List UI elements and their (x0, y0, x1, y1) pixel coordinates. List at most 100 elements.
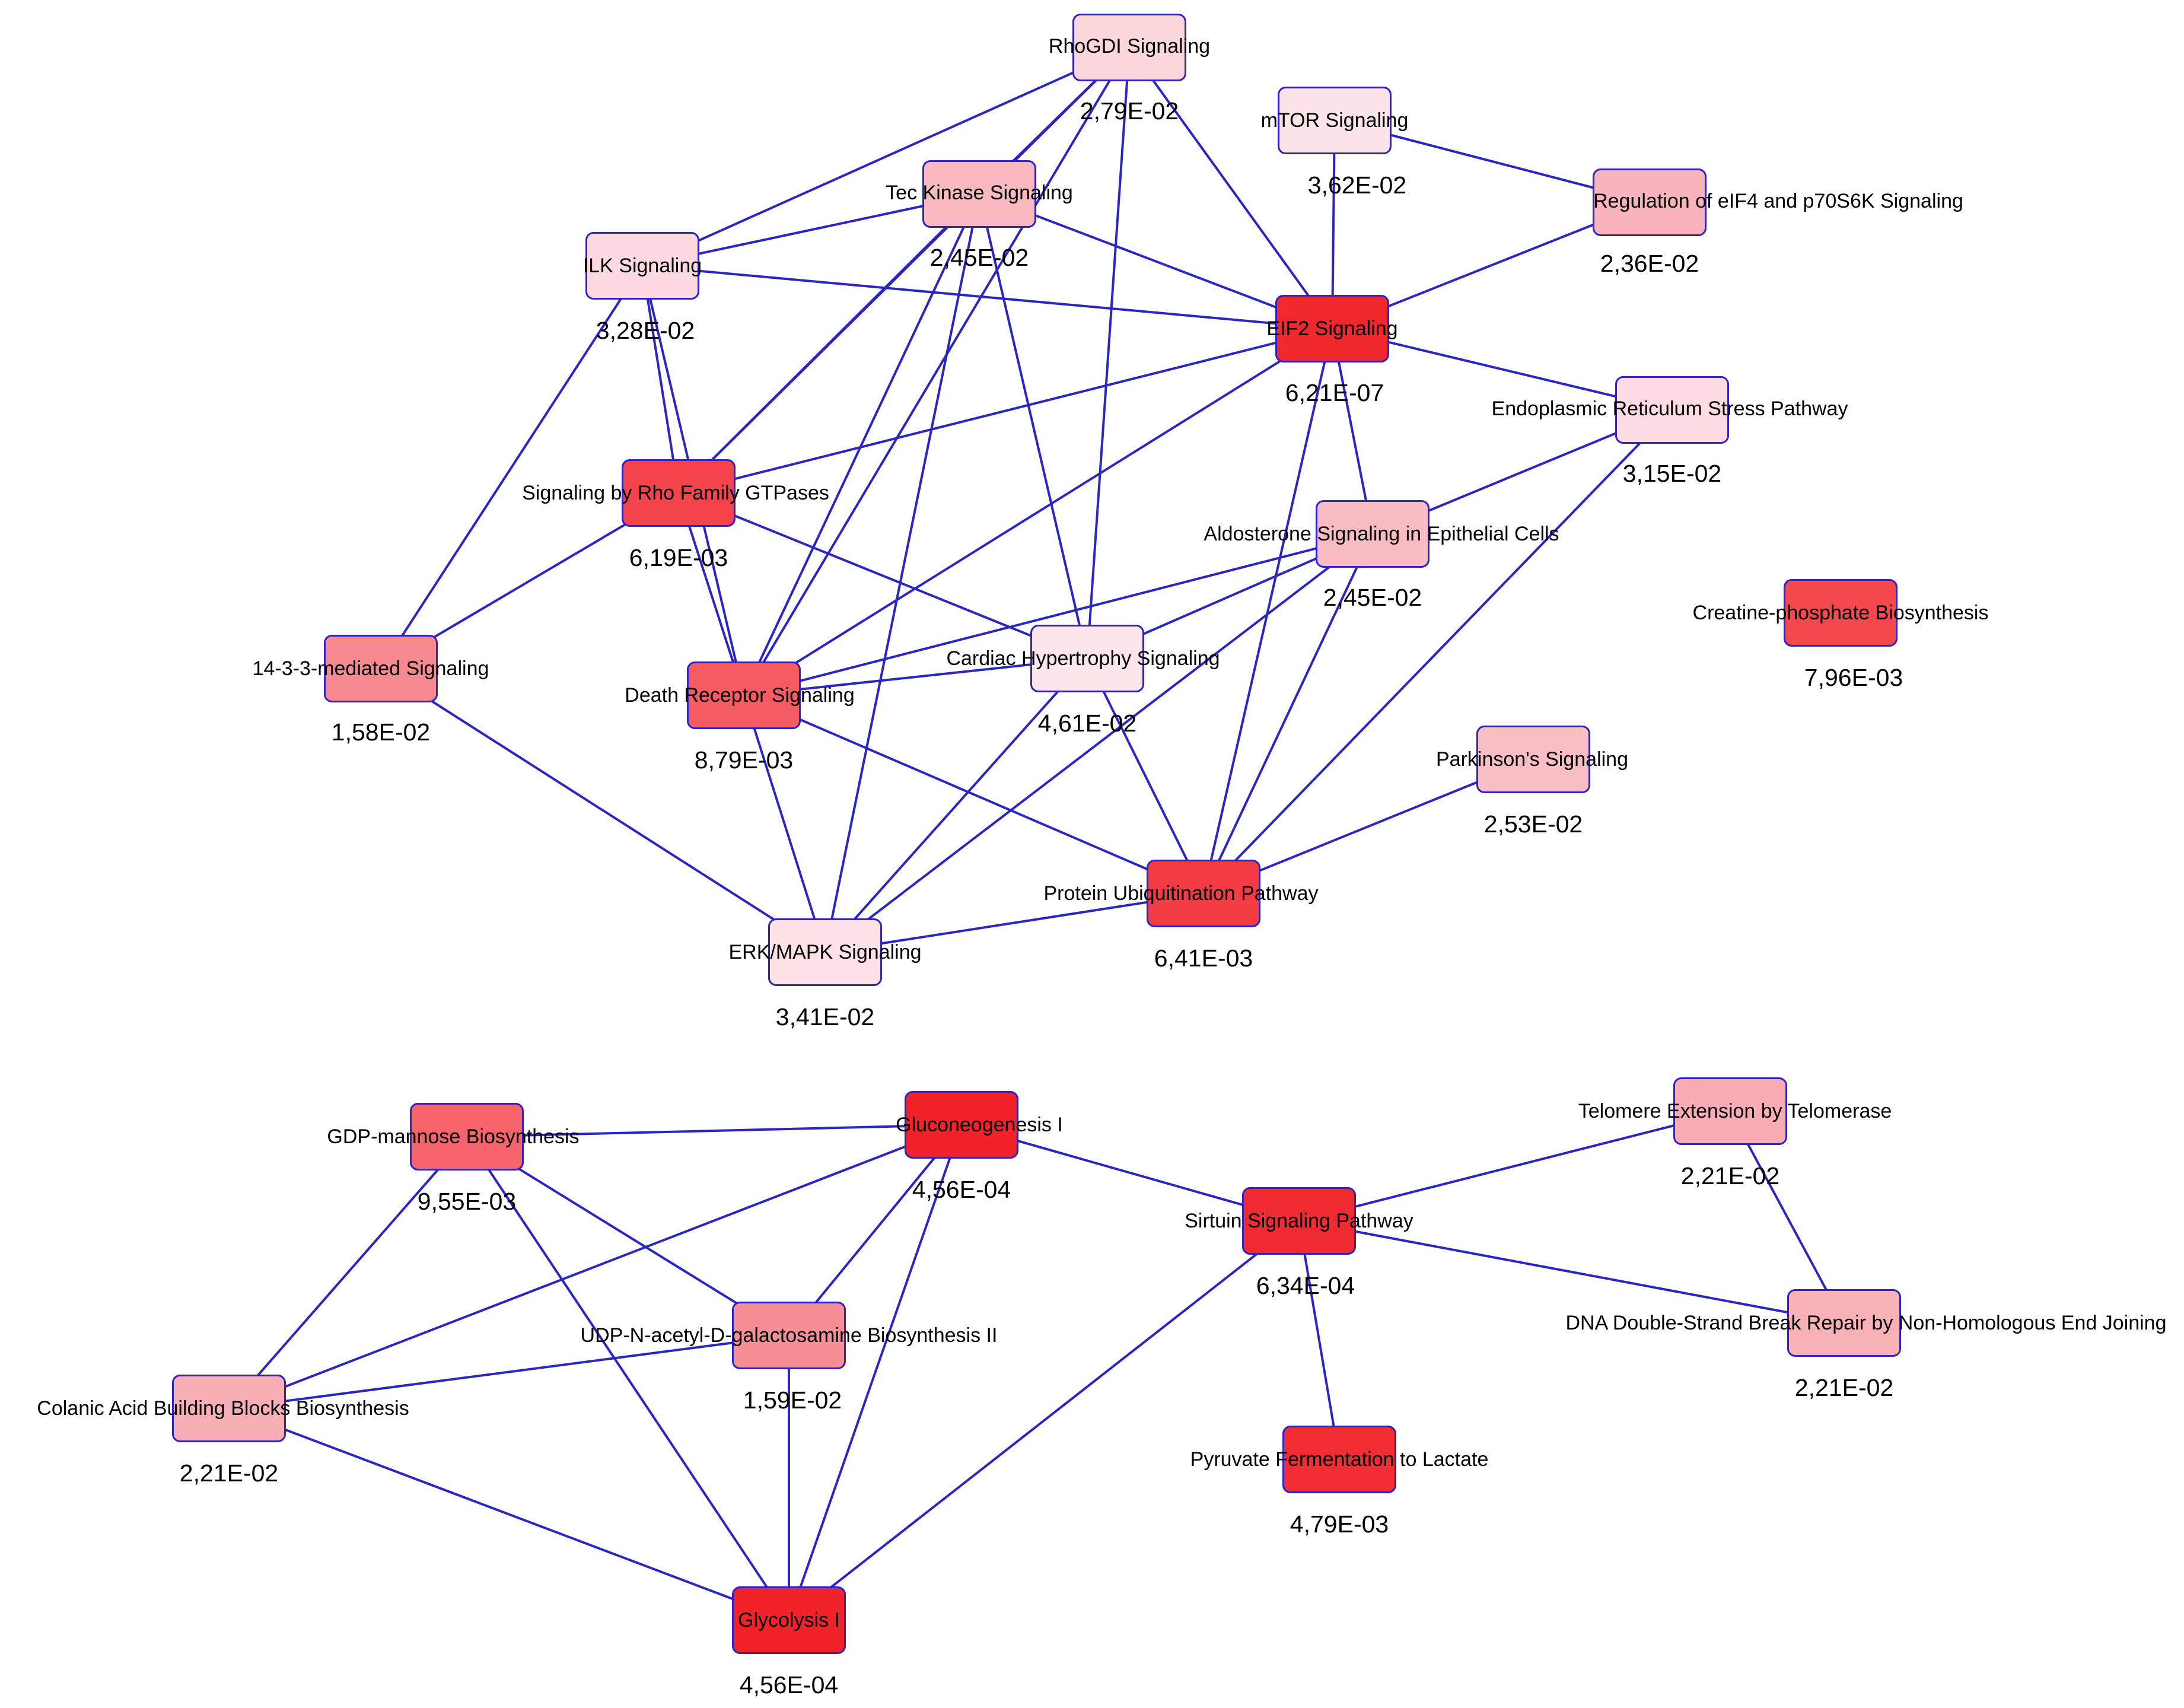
node-gluco[interactable]: Gluconeogenesis I 4,56E-04 (896, 1091, 1063, 1203)
edge-telomere-sirtuin (1298, 1110, 1731, 1222)
node-box[interactable] (1673, 1077, 1787, 1145)
node-colanic[interactable]: Colanic Acid Building Blocks Biosynthesi… (37, 1375, 409, 1487)
edge-gdp-gluco (466, 1124, 962, 1138)
node-box[interactable] (732, 1586, 846, 1654)
node-box[interactable] (1787, 1289, 1901, 1357)
node-box[interactable] (324, 635, 438, 702)
node-box[interactable] (922, 160, 1036, 228)
node-pvalue: 2,53E-02 (1484, 810, 1583, 838)
node-pvalue: 3,15E-02 (1623, 460, 1721, 487)
edge-eif2-rho (678, 327, 1333, 494)
node-label: Regulation of eIF4 and p70S6K Signaling (1593, 190, 1963, 212)
node-er[interactable]: Endoplasmic Reticulum Stress Pathway3,15… (1492, 376, 1848, 487)
node-pvalue: 6,19E-03 (629, 544, 728, 571)
node-label: Pyruvate Fermentation to Lactate (1190, 1448, 1489, 1471)
node-label: GDP-mannose Biosynthesis (327, 1125, 579, 1148)
node-pvalue: 8,79E-03 (695, 746, 793, 774)
edge-gluco-glycolysis (788, 1124, 963, 1621)
node-label: Protein Ubiquitination Pathway (1043, 882, 1318, 905)
edge-gluco-colanic (228, 1124, 962, 1410)
node-pvalue: 2,21E-02 (180, 1459, 278, 1487)
node-box[interactable] (1282, 1426, 1396, 1493)
node-label: Aldosterone Signaling in Epithelial Cell… (1204, 523, 1559, 545)
node-label: Gluconeogenesis I (896, 1114, 1063, 1136)
node-label: 14-3-3-mediated Signaling (253, 657, 489, 680)
node-box[interactable] (1072, 14, 1186, 81)
edge-tec-rho (677, 193, 980, 494)
node-pvalue: 3,28E-02 (596, 317, 695, 344)
node-pvalue: 3,41E-02 (776, 1003, 874, 1030)
node-pvalue: 2,21E-02 (1681, 1162, 1779, 1189)
node-pvalue: 4,79E-03 (1290, 1510, 1389, 1538)
node-box[interactable] (1593, 168, 1707, 236)
node-pvalue: 1,58E-02 (332, 718, 430, 746)
edge-sirtuin-dna (1298, 1220, 1845, 1324)
node-pvalue: 2,21E-02 (1795, 1374, 1893, 1401)
node-box[interactable] (1615, 376, 1729, 444)
node-box[interactable] (905, 1091, 1018, 1159)
node-aldo[interactable]: Aldosterone Signaling in Epithelial Cell… (1204, 500, 1559, 611)
edge-p1433-erk (380, 667, 826, 953)
edge-rhogdi-cardiac (1086, 47, 1131, 659)
node-dna[interactable]: DNA Double-Strand Break Repair by Non-Ho… (1566, 1289, 2167, 1401)
node-box[interactable] (410, 1103, 524, 1171)
node-box[interactable] (687, 661, 801, 729)
node-pyruvate[interactable]: Pyruvate Fermentation to Lactate 4,79E-03 (1190, 1426, 1489, 1538)
node-pvalue: 9,55E-03 (418, 1188, 516, 1215)
edge-rhogdi-eif2 (1128, 46, 1333, 330)
edge-gdp-glycolysis (466, 1136, 790, 1621)
node-box[interactable] (622, 459, 736, 527)
node-label: Signaling by Rho Family GTPases (522, 482, 829, 504)
node-box[interactable] (1030, 625, 1144, 692)
node-eif4[interactable]: Regulation of eIF4 and p70S6K Signaling2… (1593, 168, 1963, 277)
node-box[interactable] (1275, 295, 1389, 362)
node-box[interactable] (1242, 1187, 1356, 1255)
edge-cardiac-ubiq (1086, 658, 1205, 894)
node-box[interactable] (1278, 87, 1392, 154)
edge-death-ubiq (743, 694, 1204, 895)
edge-gdp-udp (466, 1136, 790, 1337)
edge-udp-colanic (228, 1334, 789, 1410)
node-pvalue: 4,56E-04 (912, 1176, 1011, 1203)
node-gdp[interactable]: GDP-mannose Biosynthesis 9,55E-03 (327, 1103, 580, 1215)
edge-ilk-p1433 (380, 265, 644, 670)
node-telomere[interactable]: Telomere Extension by Telomerase 2,21E-02 (1578, 1077, 1892, 1189)
node-box[interactable] (172, 1375, 286, 1442)
node-box[interactable] (1316, 500, 1430, 568)
node-pvalue: 2,45E-02 (1323, 584, 1422, 611)
node-p1433[interactable]: 14-3-3-mediated Signaling 1,58E-02 (253, 635, 489, 746)
node-label: UDP-N-acetyl-D-galactosamine Biosynthesi… (581, 1324, 998, 1347)
edge-rhogdi-ilk (642, 46, 1130, 267)
node-box[interactable] (732, 1302, 846, 1369)
node-box[interactable] (1476, 726, 1590, 793)
edge-gdp-colanic (228, 1136, 468, 1410)
node-label: Telomere Extension by Telomerase (1578, 1100, 1892, 1122)
node-box[interactable] (585, 232, 699, 300)
edge-gluco-udp (788, 1124, 963, 1337)
node-glycolysis[interactable]: Glycolysis I4,56E-04 (732, 1586, 846, 1699)
edge-death-erk (743, 695, 826, 953)
node-box[interactable] (768, 918, 882, 986)
node-pvalue: 3,62E-02 (1308, 171, 1406, 199)
node-rho[interactable]: Signaling by Rho Family GTPases 6,19E-03 (522, 459, 829, 571)
node-box[interactable] (1147, 860, 1260, 927)
node-box[interactable] (1784, 579, 1898, 647)
edge-colanic-glycolysis (228, 1407, 789, 1621)
node-pvalue: 7,96E-03 (1804, 664, 1903, 691)
node-udp[interactable]: UDP-N-acetyl-D-galactosamine Biosynthesi… (581, 1302, 998, 1414)
node-label: Cardiac Hypertrophy Signaling (946, 647, 1220, 670)
edge-mtor-eif2 (1331, 120, 1336, 329)
